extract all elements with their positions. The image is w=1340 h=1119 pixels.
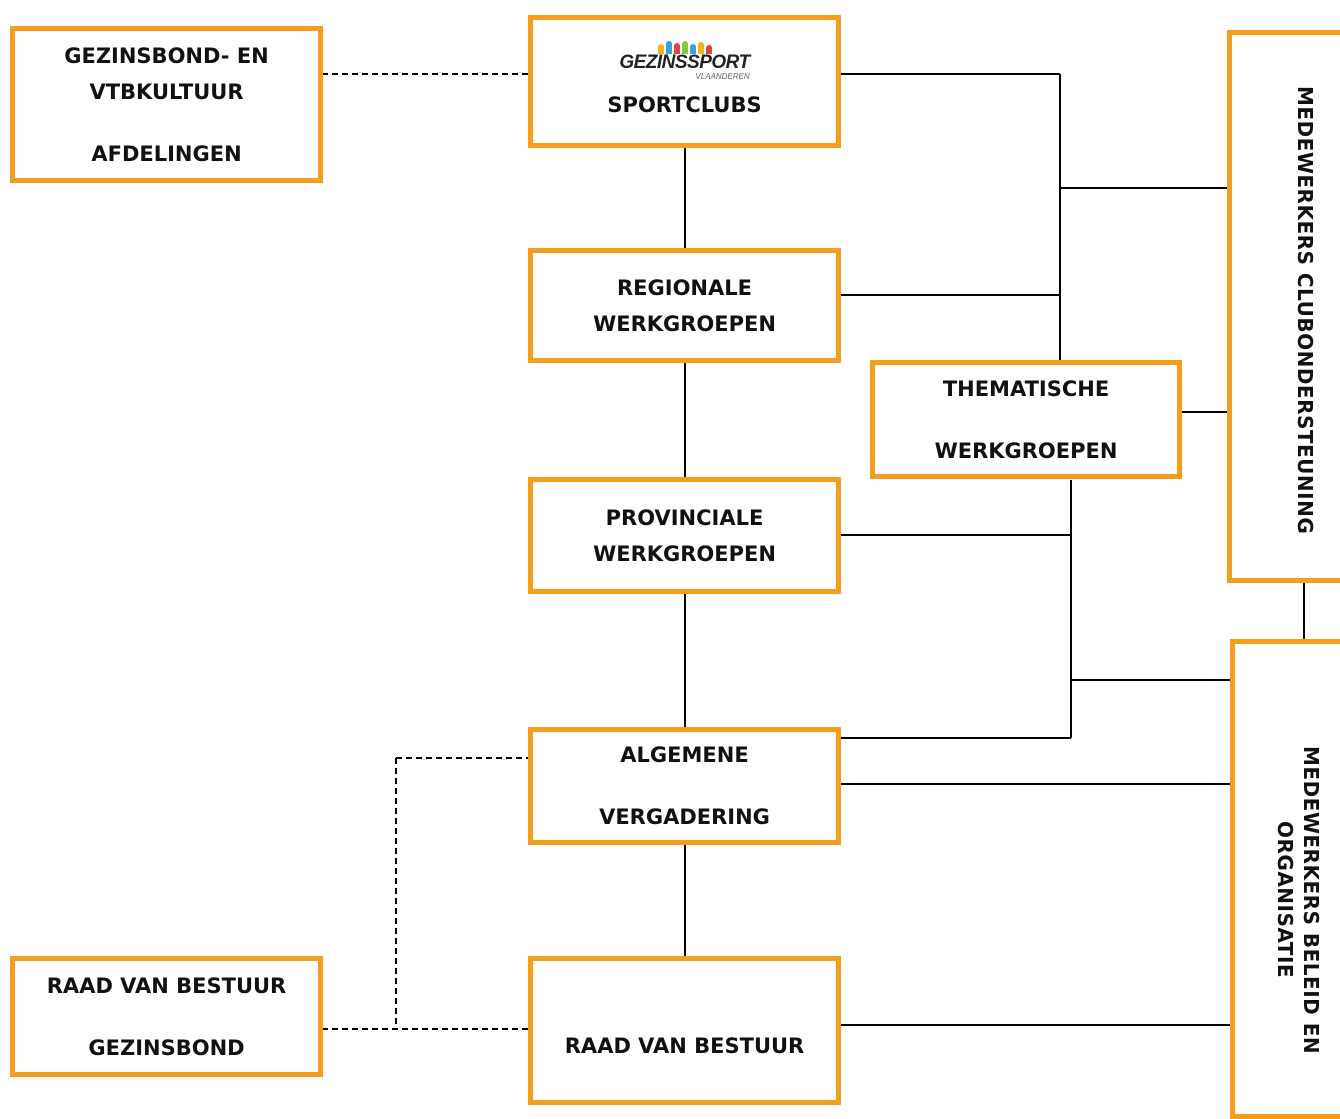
- medewerkers-beleid-line2: ORGANISATIE: [1273, 821, 1297, 979]
- afdelingen-line3: AFDELINGEN: [91, 141, 242, 166]
- logo-text: GEZINSSPORT: [619, 52, 750, 73]
- regionale-line1: REGIONALE: [617, 275, 752, 300]
- medewerkers-club-label: MEDEWERKERS CLUBONDERSTEUNING: [1293, 85, 1317, 535]
- algemene-line2: VERGADERING: [599, 805, 770, 829]
- thematische-box: THEMATISCHE WERKGROEPEN: [870, 360, 1182, 479]
- medewerkers-beleid-box: [1230, 639, 1340, 1119]
- medewerkers-beleid-line1: MEDEWERKERS BELEID EN: [1299, 745, 1323, 1055]
- provinciale-box: PROVINCIALE WERKGROEPEN: [528, 477, 841, 594]
- sportclubs-box: GEZINSSPORT VLAANDEREN SPORTCLUBS: [528, 15, 841, 148]
- raad-gezinsbond-box: RAAD VAN BESTUUR GEZINSBOND: [10, 956, 323, 1077]
- gezinssport-logo: GEZINSSPORT VLAANDEREN: [619, 40, 750, 81]
- logo-figures-icon: [657, 40, 712, 54]
- algemene-line1: ALGEMENE: [620, 743, 749, 767]
- sportclubs-label: SPORTCLUBS: [607, 93, 762, 117]
- afdelingen-box: GEZINSBOND- EN VTBKULTUUR AFDELINGEN: [10, 26, 323, 183]
- medewerkers-beleid-label: MEDEWERKERS BELEID EN ORGANISATIE: [1272, 715, 1324, 1085]
- logo-subtext: VLAANDEREN: [695, 72, 750, 81]
- raad-gezinsbond-line2: GEZINSBOND: [88, 1035, 245, 1060]
- afdelingen-line1: GEZINSBOND- EN: [64, 43, 269, 68]
- raad-gezinsbond-line1: RAAD VAN BESTUUR: [46, 973, 287, 998]
- regionale-line2: WERKGROEPEN: [593, 311, 776, 336]
- provinciale-line1: PROVINCIALE: [605, 505, 764, 530]
- algemene-box: ALGEMENE VERGADERING: [528, 727, 841, 845]
- regionale-box: REGIONALE WERKGROEPEN: [528, 248, 841, 363]
- raad-bestuur-box: RAAD VAN BESTUUR: [528, 956, 841, 1105]
- thematische-line1: THEMATISCHE: [942, 376, 1110, 401]
- medewerkers-club-box: [1227, 30, 1340, 583]
- afdelingen-line2: VTBKULTUUR: [89, 79, 244, 104]
- provinciale-line2: WERKGROEPEN: [593, 541, 776, 566]
- thematische-line2: WERKGROEPEN: [934, 438, 1118, 463]
- raad-bestuur-label: RAAD VAN BESTUUR: [564, 1033, 805, 1058]
